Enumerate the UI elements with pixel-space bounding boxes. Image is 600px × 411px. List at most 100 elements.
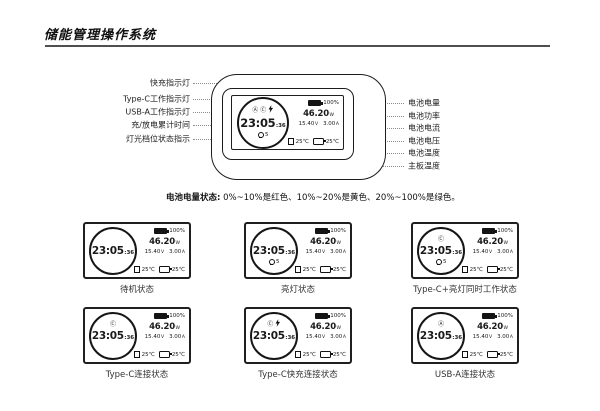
power-unit: W (336, 326, 341, 331)
voltage-value: 15.40 (144, 249, 161, 255)
chip-square-icon (287, 138, 295, 145)
time-display: 23:05 :36 (253, 330, 295, 342)
state-card-type-c-connected: Ⓐ Ⓒ 23:05 :36 5 100% 46.20 W 15.40 V (83, 307, 191, 380)
voltage-current-row: 15.40 V 3.00 A (145, 334, 185, 340)
time-seconds: :36 (285, 334, 296, 341)
time-display: 23:05 :36 (420, 330, 462, 342)
current-value: 3.00 (330, 334, 343, 340)
battery-level-note-label: 电池电量状态: (166, 193, 221, 203)
chip-square-icon (133, 351, 141, 358)
voltage-current-row: 15.40 V 3.00 A (473, 334, 513, 340)
device-outline: Ⓐ Ⓒ 23:05 :36 5 100% 46.20 W 15.40 V (211, 74, 386, 180)
state-card-type-c-fast-charge: Ⓐ Ⓒ 23:05 :36 5 100% 46.20 W 15.40 V (244, 307, 352, 380)
chip-square-icon (294, 351, 302, 358)
time-hhmm: 23:05 (419, 244, 452, 257)
time-display: 23:05 :36 (240, 116, 285, 130)
panel-slot: Ⓐ Ⓒ 23:05 :36 5 100% 46.20 W 15.40 V (244, 307, 352, 364)
battery-percent: 100% (330, 313, 346, 319)
current-value: 3.00 (169, 249, 182, 255)
screen-bezel: Ⓐ Ⓒ 23:05 :36 5 100% 46.20 W 15.40 V (222, 88, 354, 160)
voltage-unit: V (488, 335, 493, 340)
temperature-row: 25℃ 25℃ (287, 138, 339, 145)
battery-percent: 100% (169, 228, 185, 234)
bulb-icon (435, 258, 442, 266)
temperature-row: 25℃ 25℃ (294, 266, 346, 273)
callout-battery-temp: 电池温度 (408, 148, 440, 158)
time-hhmm: 23:05 (252, 329, 285, 342)
voltage-unit: V (321, 335, 326, 340)
callout-battery-power: 电池功率 (408, 111, 440, 121)
light-level-value: 5 (265, 131, 269, 138)
battery-filled-icon (154, 313, 170, 319)
voltage-value: 15.40 (305, 334, 322, 340)
battery-filled-icon (154, 228, 170, 234)
current-value: 3.00 (169, 334, 182, 340)
power-unit: W (503, 326, 508, 331)
time-seconds: :36 (124, 334, 135, 341)
battery-level-row: 100% (482, 228, 513, 234)
state-caption: 待机状态 (119, 285, 155, 295)
board-temp-value: 25℃ (469, 266, 483, 273)
time-seconds: :36 (452, 249, 463, 256)
dial-indicator-row: Ⓐ Ⓒ (267, 319, 281, 330)
status-screen-panel: Ⓐ Ⓒ 23:05 :36 5 100% 46.20 W 15.40 V (411, 222, 519, 279)
current-unit: A (509, 335, 513, 340)
page-title: 储能管理操作系统 (44, 28, 157, 43)
battery-outline-icon (159, 351, 172, 358)
power-unit: W (329, 113, 334, 118)
light-level-indicator: 5 (435, 258, 447, 266)
clock-dial: Ⓐ Ⓒ 23:05 :36 5 (250, 226, 298, 275)
dial-indicator-row: Ⓐ Ⓒ (252, 105, 274, 115)
battery-outline-icon (320, 351, 333, 358)
voltage-current-row: 15.40 V 3.00 A (473, 249, 513, 255)
current-value: 3.00 (323, 121, 336, 127)
state-card-light-on: Ⓐ Ⓒ 23:05 :36 5 100% 46.20 W 15.40 V (244, 222, 352, 295)
time-seconds: :36 (452, 334, 463, 341)
clock-dial: Ⓐ Ⓒ 23:05 :36 5 (237, 96, 289, 149)
state-card-usb-a-connected: Ⓐ Ⓒ 23:05 :36 5 100% 46.20 W 15.40 V (411, 307, 519, 380)
fast-charge-indicator-icon (275, 319, 281, 330)
battery-percent: 100% (330, 228, 346, 234)
clock-dial: Ⓐ Ⓒ 23:05 :36 5 (89, 226, 137, 275)
voltage-value: 15.40 (305, 249, 322, 255)
board-temp-value: 25℃ (141, 351, 155, 358)
voltage-unit: V (160, 250, 165, 255)
voltage-current-row: 15.40 V 3.00 A (145, 249, 185, 255)
panel-slot: Ⓐ Ⓒ 23:05 :36 5 100% 46.20 W 15.40 V (411, 222, 519, 279)
temperature-row: 25℃ 25℃ (461, 266, 513, 273)
battery-level-row: 100% (315, 228, 346, 234)
voltage-value: 15.40 (472, 334, 489, 340)
type-c-indicator-icon: Ⓒ (437, 235, 444, 243)
current-unit: A (342, 335, 346, 340)
panel-slot: Ⓐ Ⓒ 23:05 :36 5 100% 46.20 W 15.40 V (411, 307, 519, 364)
battery-outline-icon (487, 266, 500, 273)
callout-board-temp: 主板温度 (408, 161, 440, 171)
temperature-row: 25℃ 25℃ (461, 351, 513, 358)
chip-square-icon (461, 351, 469, 358)
light-level-value: 5 (443, 258, 447, 265)
power-unit: W (336, 241, 341, 246)
status-screen-panel: Ⓐ Ⓒ 23:05 :36 5 100% 46.20 W 15.40 V (244, 307, 352, 364)
board-temp-value: 25℃ (141, 266, 155, 273)
board-temp-value: 25℃ (469, 351, 483, 358)
battery-percent: 100% (323, 100, 339, 106)
type-c-indicator-icon: Ⓒ (260, 106, 267, 114)
battery-percent: 100% (497, 313, 513, 319)
time-seconds: :36 (285, 249, 296, 256)
state-card-type-c-plus-light: Ⓐ Ⓒ 23:05 :36 5 100% 46.20 W 15.40 V (411, 222, 519, 295)
bulb-icon (268, 258, 275, 266)
battery-filled-icon (315, 313, 331, 319)
temperature-row: 25℃ 25℃ (133, 351, 185, 358)
voltage-unit: V (160, 335, 165, 340)
status-screen-panel: Ⓐ Ⓒ 23:05 :36 5 100% 46.20 W 15.40 V (411, 307, 519, 364)
power-value: 46.20 (149, 322, 175, 332)
voltage-unit: V (321, 250, 326, 255)
battery-level-row: 100% (315, 313, 346, 319)
voltage-current-row: 15.40 V 3.00 A (306, 334, 346, 340)
type-c-indicator-icon: Ⓒ (109, 320, 116, 328)
battery-temp-value: 25℃ (171, 351, 185, 358)
panel-slot: Ⓐ Ⓒ 23:05 :36 5 100% 46.20 W 15.40 V (244, 222, 352, 279)
dial-indicator-row: Ⓐ Ⓒ (438, 236, 444, 244)
battery-temp-value: 25℃ (171, 266, 185, 273)
callout-light-level-status: 灯光档位状态指示 (126, 134, 190, 144)
